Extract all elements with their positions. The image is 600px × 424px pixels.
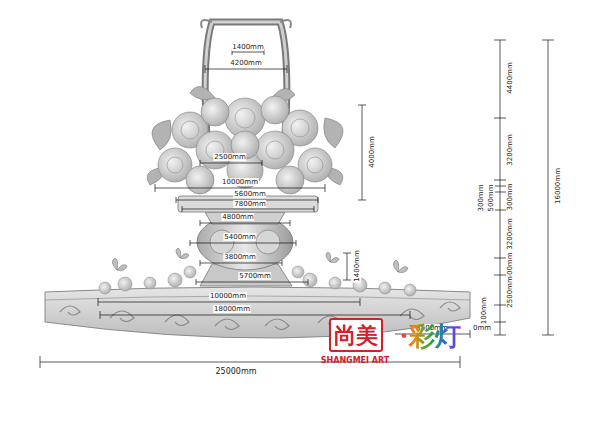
dimension-label: 25000mm [214,367,257,377]
brand-text: SHANGMEI ART [320,356,391,366]
dimension-label: 0mm [472,324,492,332]
dimension-label: 10000mm [221,178,259,186]
dimension-label: 18000mm [213,305,251,313]
dimension-label: 5600mm [233,190,266,198]
dimension-label: 3200mm [506,217,514,250]
dimension-label: 16000mm [554,167,562,205]
dimension-label: 500mm [487,184,495,213]
logo-text: 尚美 [334,322,378,348]
dimension-label: 10000mm [209,292,247,300]
dimension-label: 1400mm [231,43,264,51]
dimension-label: 5400mm [223,233,256,241]
dimension-label: 1400mm [353,249,361,282]
dimension-label: 300mm [506,183,514,212]
dimension-label: 7800mm [233,200,266,208]
dimension-label: 300mm [477,184,485,213]
dimension-label: 3200mm [506,133,514,166]
dimension-label: 2500mm [213,153,246,161]
logo-seal: 尚美 [329,318,383,352]
dimension-label: 2500mm [506,275,514,308]
dimension-label: 4200mm [229,59,262,67]
dimension-label: 4000mm [368,135,376,168]
dimension-label: 5700mm [238,272,271,280]
dimension-label: 3800mm [223,253,256,261]
dimension-label: 4800mm [221,213,254,221]
brand-text: ·彩灯 [398,322,461,350]
dimension-label: 4400mm [506,61,514,94]
